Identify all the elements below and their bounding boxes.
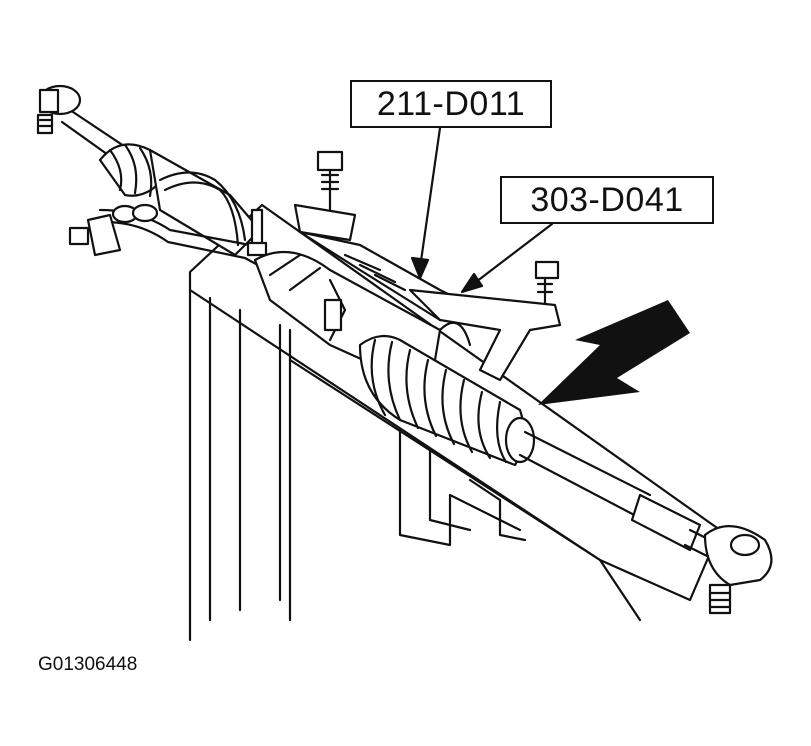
valve-housing — [68, 148, 347, 320]
figure-id-label: G01306448 — [38, 654, 138, 675]
callout-tool-211-d011: 211-D011 — [350, 80, 552, 128]
right-bracket — [408, 260, 562, 382]
leader-lines — [410, 126, 554, 294]
right-tie-rod — [518, 430, 773, 615]
large-arrow-icon — [538, 300, 690, 405]
callout-tool-303-d041: 303-D041 — [500, 176, 714, 224]
right-boot — [358, 334, 536, 467]
